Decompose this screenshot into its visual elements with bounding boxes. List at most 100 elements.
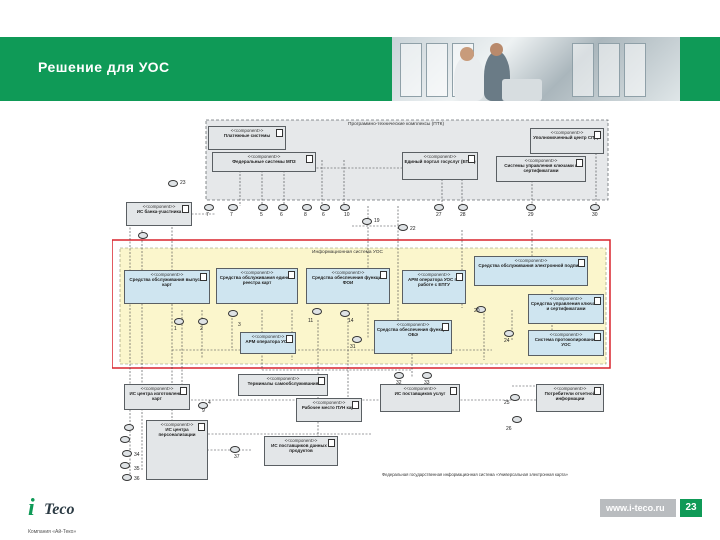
component-icon xyxy=(276,129,283,137)
service-providers-box: <<component>> ИС поставщиков услуг xyxy=(380,384,460,412)
component-icon xyxy=(594,387,601,395)
box-name: ИС поставщиков услуг xyxy=(394,391,446,396)
component-icon xyxy=(594,131,601,139)
window-pane xyxy=(400,43,422,97)
slide-header: Решение для УОС xyxy=(0,37,720,101)
data-providers-box: <<component>> ИС поставщиков данных и пр… xyxy=(264,436,338,466)
port-number: 24 xyxy=(504,338,510,344)
stereotype: <<component>> xyxy=(247,154,281,159)
interface-port xyxy=(394,372,404,379)
port-number: 6 xyxy=(322,212,325,218)
interface-port xyxy=(198,318,208,325)
interface-port xyxy=(458,204,468,211)
component-icon xyxy=(442,323,449,331)
interface-port xyxy=(122,474,132,481)
card-issue-box: <<component>> Средства обслуживания выпу… xyxy=(124,270,210,304)
report-consumers-box: <<component>> Потребители отчетной инфор… xyxy=(536,384,604,412)
box-name: АРМ оператора УОС xyxy=(245,339,291,344)
interface-port xyxy=(526,204,536,211)
component-icon xyxy=(286,335,293,343)
website-url[interactable]: www.i-teco.ru xyxy=(600,499,676,517)
payment-systems-box: <<component>> Платежные системы xyxy=(208,126,286,150)
card-workplace-box: <<component>> Рабочее место ПУН карт xyxy=(296,398,362,422)
interface-port xyxy=(312,308,322,315)
stereotype: <<component>> xyxy=(251,334,285,339)
stereotype: <<component>> xyxy=(284,438,318,443)
interface-port xyxy=(302,204,312,211)
component-icon xyxy=(456,273,463,281)
stereotype: <<component>> xyxy=(423,154,457,159)
window-pane xyxy=(598,43,620,97)
box-name: Средства управления ключами и сертификат… xyxy=(530,301,602,311)
header-photo xyxy=(392,37,680,101)
interface-port xyxy=(228,310,238,317)
component-icon xyxy=(200,273,207,281)
port-number: 1 xyxy=(174,326,177,332)
person-head xyxy=(490,43,503,56)
interface-port xyxy=(122,450,132,457)
architecture-diagram: Программно-технические комплексы (ПТК) И… xyxy=(112,110,612,482)
component-icon xyxy=(318,377,325,385)
interface-port xyxy=(510,394,520,401)
interface-port xyxy=(228,204,238,211)
e-signature-box: <<component>> Средства обслуживания элек… xyxy=(474,256,588,286)
interface-port xyxy=(434,204,444,211)
port-number: 25 xyxy=(504,400,510,406)
component-icon xyxy=(468,155,475,163)
personalization-center-box: <<component>> ИС центра персонализации xyxy=(146,420,208,480)
port-number: 28 xyxy=(460,212,466,218)
epgu-box: <<component>> Единый портал госуслуг (ЕП… xyxy=(402,152,478,180)
component-icon xyxy=(328,439,335,447)
ios-frame-label: Информационная система УОС xyxy=(312,250,384,255)
person-head xyxy=(460,47,474,61)
stereotype: <<component>> xyxy=(142,204,176,209)
box-name: ИС банка-участника xyxy=(136,209,182,214)
stereotype: <<component>> xyxy=(331,270,365,275)
port-number: 30 xyxy=(592,212,598,218)
stereotype: <<component>> xyxy=(553,386,587,391)
stereotype: <<component>> xyxy=(150,272,184,277)
epgu-operator-box: <<component>> АРМ оператора УОС по работ… xyxy=(402,270,466,304)
interface-port xyxy=(422,372,432,379)
port-number: 8 xyxy=(304,212,307,218)
stereotype: <<component>> xyxy=(140,386,174,391)
box-name: АРМ оператора УОС по работе с ЕПГУ xyxy=(408,277,460,287)
interface-port xyxy=(198,402,208,409)
port-number: 4 xyxy=(208,400,211,406)
stereotype: <<component>> xyxy=(230,128,264,133)
stereotype: <<component>> xyxy=(417,272,451,277)
stereotype: <<component>> xyxy=(403,386,437,391)
bank-participant-box: <<component>> ИС банка-участника xyxy=(126,202,192,226)
interface-port xyxy=(174,318,184,325)
key-management-box: <<component>> Системы управления ключами… xyxy=(496,156,586,182)
component-icon xyxy=(352,401,359,409)
port-number: 19 xyxy=(374,218,380,224)
interface-port xyxy=(258,204,268,211)
port-number: 7 xyxy=(206,212,209,218)
port-number: 32 xyxy=(396,380,402,386)
company-tagline: Компания «Ай-Теко» xyxy=(28,529,77,535)
stereotype: <<component>> xyxy=(312,400,346,405)
stereotype: <<component>> xyxy=(549,332,583,337)
box-name: Средства обеспечения функций ФОИ xyxy=(311,275,385,285)
component-icon xyxy=(182,205,189,213)
logging-system-box: <<component>> Система протоколирования У… xyxy=(528,330,604,356)
federal-systems-box: <<component>> Федеральные системы МПЗ xyxy=(212,152,316,172)
slide-title: Решение для УОС xyxy=(38,59,170,75)
port-number: 27 xyxy=(436,212,442,218)
interface-port xyxy=(230,446,240,453)
stereotype: <<component>> xyxy=(396,322,430,327)
port-number: 10 xyxy=(344,212,350,218)
obe-functions-box: <<component>> Средства обеспечения функц… xyxy=(374,320,452,354)
box-name: Терминалы самообслуживания xyxy=(247,381,319,386)
port-number: 14 xyxy=(348,318,354,324)
interface-port xyxy=(362,218,372,225)
window-pane xyxy=(624,43,646,97)
person-figure xyxy=(454,55,484,101)
port-number: 2 xyxy=(200,326,203,332)
box-name: Средства обслуживания единого реестра ка… xyxy=(219,275,295,285)
port-number: 35 xyxy=(134,466,140,472)
component-icon xyxy=(198,423,205,431)
box-name: ИС поставщиков данных и продуктов xyxy=(271,443,331,453)
stereotype: <<component>> xyxy=(549,296,583,301)
